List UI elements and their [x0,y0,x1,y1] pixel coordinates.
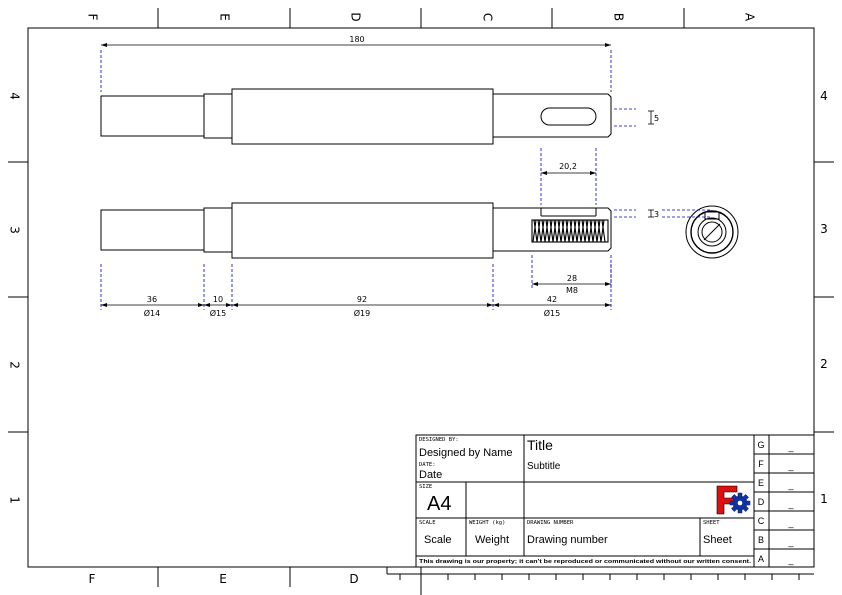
top-zone-label-f: F [86,14,100,21]
drawing-subtitle: Subtitle [527,461,561,472]
dim-seg2-diameter: Ø15 [210,308,226,318]
dim-keyway-width: 5 [654,114,659,123]
revision-letter-c: C [758,516,765,526]
bottom-zone-label-d: D [349,572,358,586]
top-zone-ticks [157,8,685,28]
end-view-diagonal [703,223,721,241]
shaft-segment-2 [203,93,233,139]
revision-value-d: _ [787,499,794,509]
revision-letter-f: F [758,459,764,469]
shaft-top-view [100,88,612,145]
dim-seg1-length: 36 [147,295,157,304]
dimension-lines [101,44,654,306]
left-zone-ticks [8,161,28,433]
top-zone-label-b: B [612,13,626,21]
weight-label: WEIGHT (kg) [469,520,505,526]
top-zone-label-d: D [349,12,363,21]
dim-thread-offset: 3 [654,210,659,219]
dim-seg1-diameter: Ø14 [144,308,160,318]
shaft-side-view [100,202,612,259]
extension-lines [100,50,712,310]
revision-value-f: _ [787,461,794,471]
revision-letter-a: A [758,554,764,564]
top-zone-label-a: A [743,13,757,22]
revision-value-g: _ [787,442,794,452]
right-zone-label-1: 1 [820,492,828,506]
title-block [415,434,815,568]
end-view-core [701,221,723,243]
revision-value-b: _ [787,537,794,547]
freecad-logo-icon [716,485,751,515]
shaft-segment-4 [492,93,612,138]
revision-letter-d: D [758,497,765,507]
end-view-thread [697,217,727,247]
scale-label: SCALE [419,520,436,526]
right-zone-ticks [814,161,834,433]
dim-seg4-length: 42 [547,295,557,304]
dim-thread-spec: M8 [566,286,578,295]
designed-by-value: Designed by Name [419,447,513,459]
drawing-title: Title [527,437,553,453]
left-zone-label-2: 2 [8,361,22,369]
shaft-end-view [685,205,739,259]
shaft-side-segment-2 [203,207,233,253]
sheet-value: Sheet [703,534,732,546]
revision-letter-b: B [758,535,764,545]
left-zone-label-1: 1 [8,496,22,504]
right-zone-label-3: 3 [820,222,828,236]
shaft-segment-1 [100,95,205,137]
bottom-zone-label-e: E [219,572,227,586]
top-zone-label-e: E [218,13,232,21]
dim-seg4-diameter: Ø15 [544,308,560,318]
designed-by-label: DESIGNED BY: [419,437,459,443]
left-zone-label-3: 3 [8,226,22,234]
scale-value: Scale [424,534,452,546]
disclaimer: This drawing is our property; it can't b… [419,559,752,565]
shaft-side-segment-1 [100,209,205,251]
end-view-outer [685,205,739,259]
revision-value-e: _ [787,480,794,490]
drawing-number-value: Drawing number [527,534,608,546]
size-label: SIZE [419,484,432,490]
revision-letter-e: E [758,478,764,488]
shaft-side-segment-3 [231,202,494,259]
date-label: DATE: [419,462,436,468]
dim-thread-length: 28 [567,274,577,283]
thread-hatch [531,219,609,243]
dim-seg2-length: 10 [213,295,223,304]
sheet-label: SHEET [703,520,720,526]
keyway-slot [540,107,597,126]
revision-value-c: _ [787,518,794,528]
size-value: A4 [427,493,451,515]
revision-value-a: _ [787,555,794,565]
bottom-zone-label-f: F [89,572,96,586]
top-zone-label-c: C [481,13,495,21]
left-zone-label-4: 4 [8,92,22,100]
dim-overall-length: 180 [349,35,364,44]
end-view-step [690,210,734,254]
weight-value: Weight [475,534,509,546]
dim-seg3-diameter: Ø19 [354,308,370,318]
scale-ruler [386,567,814,580]
drawing-number-label: DRAWING NUMBER [527,520,574,526]
dim-keyway-length: 20,2 [559,162,577,171]
date-value: Date [419,469,442,481]
bottom-zone-ticks [157,567,422,595]
shaft-side-segment-4 [492,207,612,252]
dim-seg3-length: 92 [357,295,367,304]
end-view-key [704,211,720,220]
dimension-arrows [101,43,611,307]
revision-letter-g: G [757,440,764,450]
right-zone-label-2: 2 [820,357,828,371]
right-zone-label-4: 4 [820,89,828,103]
shaft-segment-3 [231,88,494,145]
